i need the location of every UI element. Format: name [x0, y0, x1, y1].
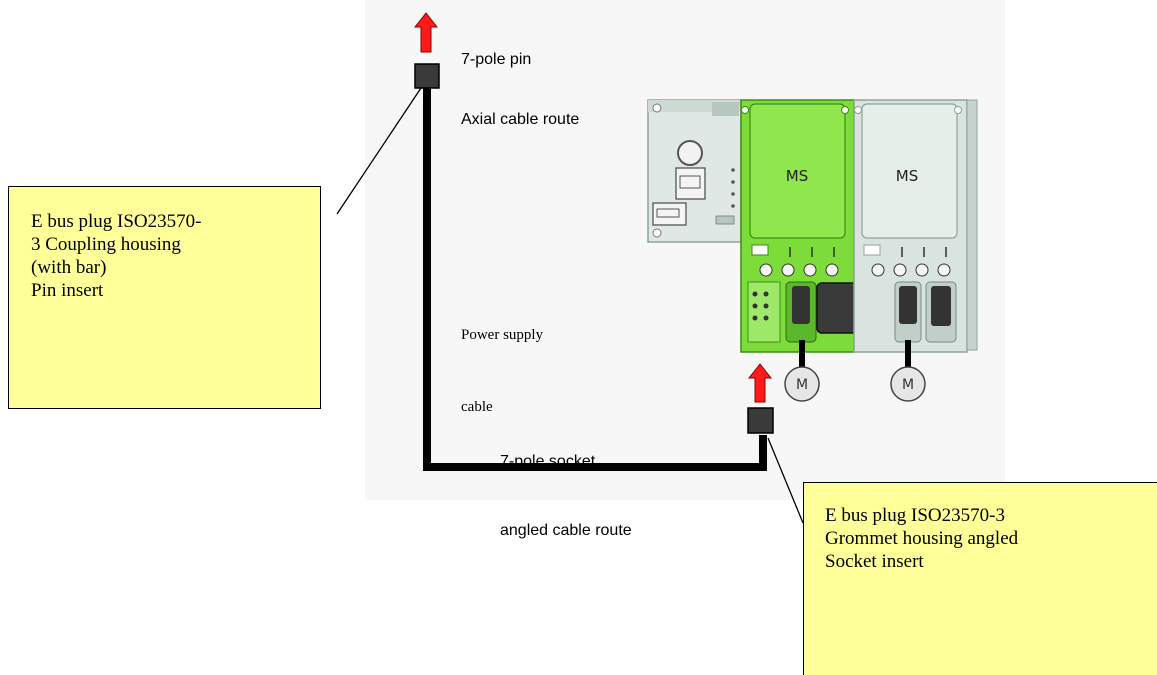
controller-module: [647, 99, 742, 243]
gray-ms-module: [853, 99, 968, 353]
right-callout-leader: [767, 437, 804, 524]
right-callout: E bus plug ISO23570-3 Grommet housing an…: [803, 482, 1157, 675]
bus-cable: [423, 83, 767, 471]
bottom-arrow-icon: [747, 363, 773, 403]
right-callout-line-1: E bus plug ISO23570-3: [825, 505, 1005, 526]
left-callout-line-3: (with bar): [31, 257, 107, 278]
motor-2: [890, 366, 926, 402]
end-plate: [966, 99, 978, 351]
power-cable-label: Power supply cable: [461, 275, 543, 443]
power-cable-label-line-2: cable: [461, 399, 493, 415]
gray-module-label: MS: [896, 167, 918, 185]
left-callout-line-2: 3 Coupling housing: [31, 234, 181, 255]
top-arrow-icon: [413, 12, 439, 53]
top-connector-label-line-1: 7-pole pin: [461, 51, 532, 68]
right-callout-line-2: Grommet housing angled: [825, 528, 1019, 549]
left-callout-line-1: E bus plug ISO23570-: [31, 211, 202, 232]
bottom-connector-label-line-1: 7-pole socket,: [500, 453, 600, 470]
bottom-connector-plug: [747, 407, 774, 434]
left-callout: E bus plug ISO23570- 3 Coupling housing …: [8, 186, 321, 409]
power-cable-label-line-1: Power supply: [461, 327, 544, 343]
bottom-connector-label: 7-pole socket, angled cable route: [500, 404, 632, 565]
motor-2-label: M: [902, 377, 914, 393]
motor-1-label: M: [796, 377, 808, 393]
motor-1: [784, 366, 820, 402]
top-connector-label: 7-pole pin Axial cable route: [461, 10, 579, 150]
bottom-connector-label-line-2: angled cable route: [500, 522, 632, 539]
top-connector-label-line-2: Axial cable route: [461, 111, 580, 128]
left-callout-line-4: Pin insert: [31, 280, 104, 301]
right-callout-line-3: Socket insert: [825, 551, 924, 572]
top-connector-plug: [414, 63, 440, 89]
left-callout-leader: [336, 87, 422, 215]
green-module-label: MS: [786, 167, 808, 185]
